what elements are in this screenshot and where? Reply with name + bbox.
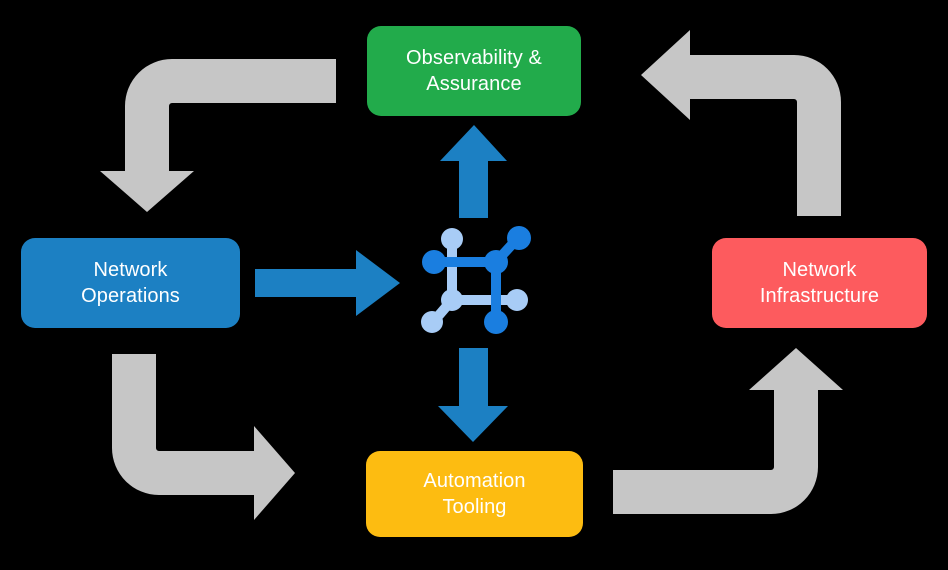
topology-node-center-upper (484, 250, 508, 274)
connector-automation-to-infrastructure (613, 348, 843, 514)
arrow-right-icon (255, 250, 400, 316)
connector-infrastructure-to-observability (641, 30, 841, 216)
elbow-arrow-right-up-icon (613, 348, 843, 514)
topology-node-bottom-left (421, 311, 443, 333)
connector-observability-to-ops (100, 59, 336, 212)
arrow-down-icon (438, 348, 508, 442)
connector-hub-to-automation (438, 348, 508, 442)
topology-node-bottom (484, 310, 508, 334)
topology-node-right-lower (506, 289, 528, 311)
network-topology-icon (421, 226, 531, 334)
connector-ops-to-automation (112, 354, 295, 520)
topology-node-left (422, 250, 446, 274)
connector-hub-to-observability (440, 125, 507, 218)
arrow-up-icon (440, 125, 507, 218)
topology-node-top-left (441, 228, 463, 250)
topology-dark-nodes (422, 226, 531, 334)
elbow-arrow-down-left-icon (100, 59, 336, 212)
node-box-automation-tooling[interactable]: Automation Tooling (366, 451, 583, 537)
node-box-network-infrastructure[interactable]: Network Infrastructure (712, 238, 927, 328)
elbow-arrow-right-down-icon (112, 354, 295, 520)
topology-node-center-lower (441, 289, 463, 311)
node-box-network-operations[interactable]: Network Operations (21, 238, 240, 328)
node-label-network-infrastructure: Network Infrastructure (759, 258, 880, 307)
node-label-automation-tooling: Automation Tooling (423, 469, 526, 518)
node-label-observability: Observability & Assurance (406, 46, 542, 95)
topology-node-top-right (507, 226, 531, 250)
topology-light-nodes (421, 228, 528, 333)
node-box-observability[interactable]: Observability & Assurance (367, 26, 581, 116)
connector-ops-to-hub (255, 250, 400, 316)
node-label-network-operations: Network Operations (81, 258, 180, 307)
elbow-arrow-up-left-icon (641, 30, 841, 216)
